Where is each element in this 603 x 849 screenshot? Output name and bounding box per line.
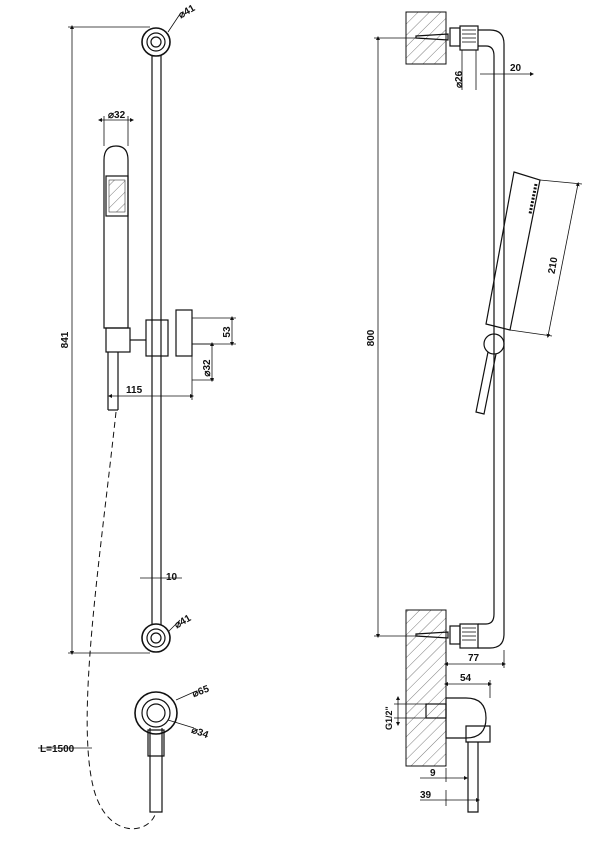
label-bar-offset: 20	[510, 63, 522, 74]
label-outlet-9: 9	[430, 768, 436, 779]
dim-total-height: 841	[60, 25, 150, 655]
label-outlet-inner-dia: ⌀34	[190, 725, 210, 741]
label-bracket-dia-side: ⌀26	[454, 70, 465, 88]
top-side-bracket	[415, 25, 505, 70]
label-top-bracket-dia: ⌀41	[177, 3, 198, 21]
bottom-wall-bracket	[141, 623, 171, 653]
label-handshower-length: 210	[547, 256, 561, 275]
wall-outlet-side	[425, 697, 491, 813]
wall-outlet-front	[134, 691, 178, 813]
side-bar	[493, 70, 505, 612]
label-wall-projection: 77	[468, 653, 480, 664]
label-outlet-39: 39	[420, 790, 432, 801]
label-hose-length: L=1500	[40, 744, 75, 755]
label-outlet-projection: 54	[460, 673, 472, 684]
label-center-distance: 800	[366, 329, 377, 346]
handshower	[103, 145, 129, 329]
label-outlet-outer-dia: ⌀65	[191, 684, 211, 700]
label-holder-projection: 115	[126, 385, 143, 396]
label-841: 841	[60, 331, 71, 348]
shower-hose	[86, 411, 157, 830]
label-handshower-dia: ⌀32	[108, 110, 126, 121]
label-holder-height: 53	[222, 326, 233, 338]
top-wall-bracket	[141, 27, 171, 57]
slider-holder	[105, 309, 193, 411]
label-bar-width: 10	[166, 572, 178, 583]
side-view: ⌀26 20 800 210	[366, 11, 583, 813]
bottom-side-bracket	[415, 612, 505, 649]
label-bottom-bracket-dia: ⌀41	[173, 613, 194, 631]
wall-bottom	[405, 609, 447, 767]
shower-bar	[151, 55, 162, 625]
label-thread: G1/2"	[384, 706, 394, 730]
front-view: 841 ⌀41 ⌀32	[38, 3, 236, 830]
handshower-side	[475, 171, 541, 415]
label-holder-dia: ⌀32	[202, 359, 213, 377]
